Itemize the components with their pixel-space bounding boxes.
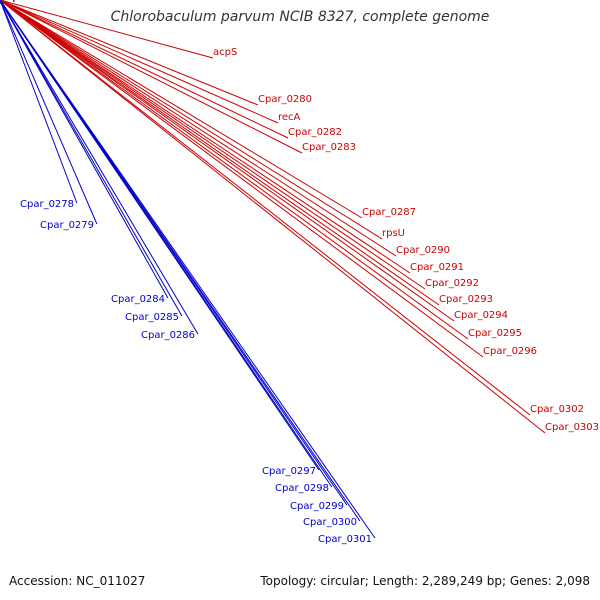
kbp-tick-label: 305 kbp [0,0,19,3]
forward-gene-label: rpsU [382,228,405,239]
kbp-tick-label: 300 kbp [0,0,19,3]
reverse-gene-label: Cpar_0278 [20,199,74,210]
reverse-gene-label: Cpar_0286 [141,330,195,341]
accession-label: Accession: NC_011027 [9,574,146,588]
forward-label-leader [0,0,363,219]
reverse-label-leader [0,0,183,317]
reverse-gene-label: Cpar_0298 [275,483,329,494]
reverse-label-leader [0,0,199,335]
reverse-gene-label: Cpar_0285 [125,312,179,323]
forward-label-leader [0,0,279,124]
genome-summary: Topology: circular; Length: 2,289,249 bp… [260,574,590,588]
forward-label-leader [0,0,397,257]
forward-label-leader [0,0,259,106]
forward-gene-label: Cpar_0292 [425,278,479,289]
reverse-gene-label: Cpar_0297 [262,466,316,477]
forward-label-leader [0,0,440,306]
forward-gene-label: Cpar_0287 [362,207,416,218]
reverse-gene-label: Cpar_0301 [318,534,372,545]
forward-gene-label: Cpar_0294 [454,310,508,321]
kbp-tick-label: 295 kbp [0,0,19,3]
reverse-gene-label: Cpar_0299 [290,501,344,512]
kbp-tick-label: 320 kbp [0,0,19,3]
forward-gene-label: Cpar_0280 [258,94,312,105]
forward-label-leader [0,0,531,416]
reverse-gene-label: Cpar_0300 [303,517,357,528]
forward-label-leader [0,0,484,358]
reverse-gene-label: Cpar_0279 [40,220,94,231]
gene-labels: 295 kbp300 kbp305 kbp310 kbp315 kbp320 k… [0,0,599,545]
forward-gene-label: Cpar_0303 [545,422,599,433]
forward-gene-label: Cpar_0293 [439,294,493,305]
reverse-label-leader [0,0,169,299]
forward-gene-label: Cpar_0283 [302,142,356,153]
reverse-label-leader [0,0,78,204]
forward-label-leader [0,0,546,434]
forward-label-leader [0,0,383,240]
forward-gene-label: recA [278,112,301,123]
reverse-label-leader [0,0,376,539]
reverse-gene-label: Cpar_0284 [111,294,165,305]
forward-gene-label: Cpar_0296 [483,346,537,357]
forward-label-leader [0,0,289,139]
kbp-tick-label: 315 kbp [0,0,19,3]
forward-gene-label: acpS [213,47,237,58]
forward-gene-label: Cpar_0282 [288,127,342,138]
map-title: Chlorobaculum parvum NCIB 8327, complete… [110,9,490,25]
forward-gene-label: Cpar_0302 [530,404,584,415]
forward-label-leader [0,0,303,154]
forward-gene-label: Cpar_0291 [410,262,464,273]
forward-label-leader [0,0,469,340]
forward-gene-label: Cpar_0290 [396,245,450,256]
forward-label-leader [0,0,411,274]
reverse-label-leader [0,0,98,225]
kbp-tick-label: 310 kbp [0,0,19,3]
forward-label-leader [0,0,455,322]
forward-label-leader [0,0,426,290]
forward-gene-label: Cpar_0295 [468,328,522,339]
forward-label-leader [0,0,214,59]
